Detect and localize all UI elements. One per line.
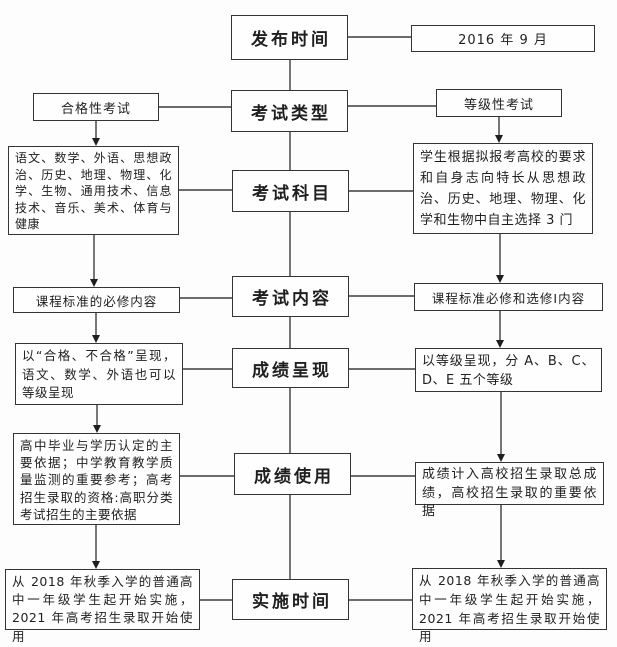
node-exam-subjects: 考试科目 xyxy=(232,170,349,212)
node-right-usage: 成绩计入高校招生录取总成绩，高校招生录取的重要依据 xyxy=(415,462,604,519)
left-branch-arrows xyxy=(90,121,101,569)
node-exam-type: 考试类型 xyxy=(231,90,348,132)
node-right-subjects: 学生根据拟报考高校的要求和自身志向特长从思想政治、历史、地理、物理、化学和生物中… xyxy=(413,143,593,234)
node-right-content-label: 课程标准必修和选修Ⅰ内容 xyxy=(431,290,586,306)
node-left-implementation: 从 2018 年秋季入学的普通高中一年级学生起开始实施，2021 年高考招生录取… xyxy=(5,569,200,644)
arrowhead-left-5 xyxy=(92,561,100,569)
node-graded-exam-label: 等级性考试 xyxy=(463,97,534,113)
node-left-usage: 高中毕业与学历认定的主要依据；中学教育教学质量监测的重要参考；高考招生录取的资格… xyxy=(13,433,180,525)
arrowhead-left-4 xyxy=(93,425,101,433)
node-score-usage-label: 成绩使用 xyxy=(254,466,334,487)
node-release-date: 2016 年 9 月 xyxy=(411,25,595,52)
arrowhead-right-1 xyxy=(495,135,503,143)
arrowhead-left-3 xyxy=(92,335,100,343)
node-right-implementation: 从 2018 年秋季入学的普通高中一年级学生起开始实施，2021 年高考招生录取… xyxy=(412,568,607,644)
node-score-presentation-label: 成绩呈现 xyxy=(252,360,332,381)
node-qualifying-exam-label: 合格性考试 xyxy=(60,101,131,117)
arrowhead-right-5 xyxy=(497,560,505,568)
right-branch-arrows xyxy=(495,117,505,568)
node-left-presentation: 以“合格、不合格”呈现，语文、数学、外语也可以等级呈现 xyxy=(15,343,183,405)
arrowhead-right-4 xyxy=(497,454,505,462)
node-right-content: 课程标准必修和选修Ⅰ内容 xyxy=(414,283,603,311)
arrowhead-left-1 xyxy=(92,138,100,146)
node-score-usage: 成绩使用 xyxy=(234,453,351,495)
node-right-presentation: 以等级呈现，分 A、B、C、D、E 五个等级 xyxy=(415,348,602,392)
node-release-time: 发布时间 xyxy=(231,15,348,60)
node-qualifying-exam: 合格性考试 xyxy=(33,93,159,121)
arrowhead-right-2 xyxy=(496,275,504,283)
node-left-content-label: 课程标准的必修内容 xyxy=(35,293,158,309)
node-exam-content-label: 考试内容 xyxy=(252,289,332,309)
horizontal-connectors xyxy=(159,36,436,601)
node-left-content: 课程标准的必修内容 xyxy=(13,287,180,313)
node-left-subjects: 语文、数学、外语、思想政治、历史、地理、物理、化学、生物、通用技术、信息技术、音… xyxy=(8,146,179,235)
node-release-time-label: 发布时间 xyxy=(251,30,331,50)
node-implementation-time: 实施时间 xyxy=(232,579,349,620)
node-exam-content: 考试内容 xyxy=(232,276,349,317)
node-implementation-time-label: 实施时间 xyxy=(252,592,332,612)
node-release-date-label: 2016 年 9 月 xyxy=(458,33,548,48)
node-graded-exam: 等级性考试 xyxy=(436,89,562,117)
arrowhead-right-3 xyxy=(496,340,504,348)
node-exam-type-label: 考试类型 xyxy=(251,103,331,124)
node-exam-subjects-label: 考试科目 xyxy=(252,183,332,204)
arrowhead-left-2 xyxy=(90,279,98,287)
node-score-presentation: 成绩呈现 xyxy=(232,348,349,388)
